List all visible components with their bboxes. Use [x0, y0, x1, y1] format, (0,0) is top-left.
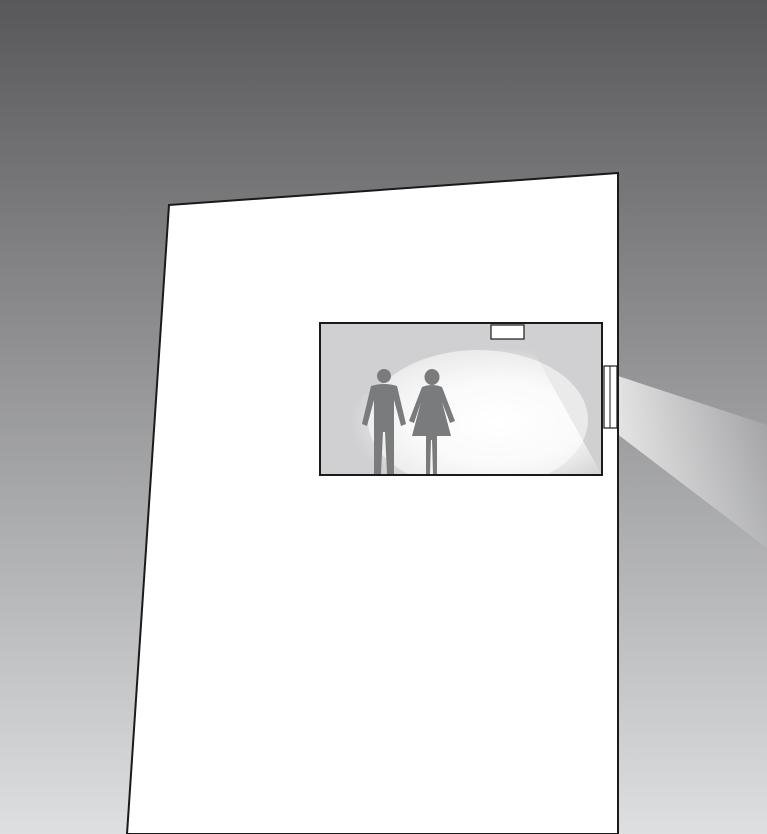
- exterior-window-opening: [604, 366, 617, 428]
- ceiling-light-fixture: [491, 325, 524, 339]
- building-facade: [127, 173, 618, 834]
- room-window-section: [320, 323, 602, 490]
